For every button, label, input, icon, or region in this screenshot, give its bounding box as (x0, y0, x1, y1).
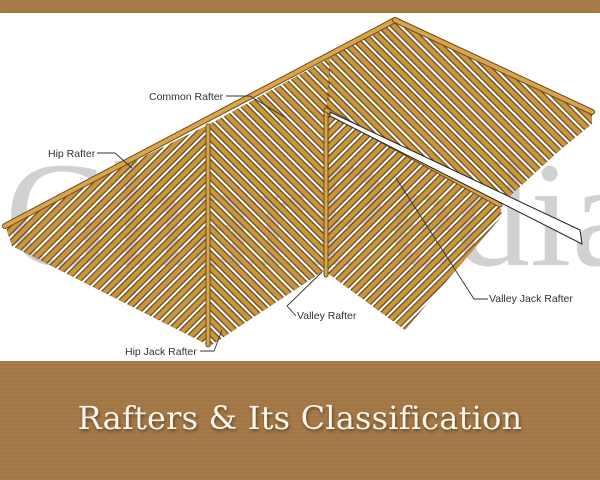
label-hip-rafter: Hip Rafter (48, 148, 96, 160)
label-common-rafter: Common Rafter (149, 91, 224, 103)
rafter (326, 110, 502, 330)
rafter-group-c3 (326, 110, 502, 330)
rafter (326, 110, 502, 330)
rafter (326, 110, 502, 330)
rafter (125, 124, 210, 346)
rafter (210, 58, 293, 346)
rafter (253, 58, 330, 346)
rafter (5, 124, 210, 346)
framing-lines (2, 17, 595, 348)
top-border (0, 0, 600, 13)
rafter (210, 58, 330, 346)
rafter (326, 110, 502, 330)
title-banner: Rafters & Its Classification (0, 361, 600, 480)
rafter (326, 110, 502, 330)
rafter (326, 110, 502, 330)
rafter (5, 124, 210, 346)
rafter (326, 110, 502, 330)
rafter (210, 58, 280, 346)
rafter (5, 124, 210, 346)
rafter (326, 110, 502, 330)
rafter (5, 124, 210, 346)
rafter (210, 58, 330, 346)
rafter (210, 58, 330, 346)
rafter (210, 58, 330, 346)
page-title: Rafters & Its Classification (77, 399, 523, 437)
rafter (405, 20, 592, 205)
rafter (5, 124, 210, 346)
rafter (392, 20, 592, 205)
rafter (210, 58, 330, 346)
rafter (210, 58, 330, 346)
rafter (326, 110, 502, 330)
rafter (210, 58, 330, 346)
rafter (326, 110, 502, 330)
label-hip-jack-rafter: Hip Jack Rafter (125, 346, 197, 358)
rafter (418, 20, 592, 205)
rafter (326, 110, 502, 330)
diagram-panel: GharPedia Common Rafter Hip Rafter Valle… (0, 13, 600, 361)
rafter (326, 110, 502, 330)
rafter (210, 58, 330, 346)
rafter (5, 124, 210, 346)
label-valley-jack-rafter: Valley Jack Rafter (489, 293, 573, 305)
ridge-sheet (329, 111, 583, 245)
roof-framing-diagram: GharPedia Common Rafter Hip Rafter Valle… (2, 17, 600, 358)
label-valley-rafter: Valley Rafter (297, 310, 357, 322)
leader-lines (97, 95, 488, 352)
